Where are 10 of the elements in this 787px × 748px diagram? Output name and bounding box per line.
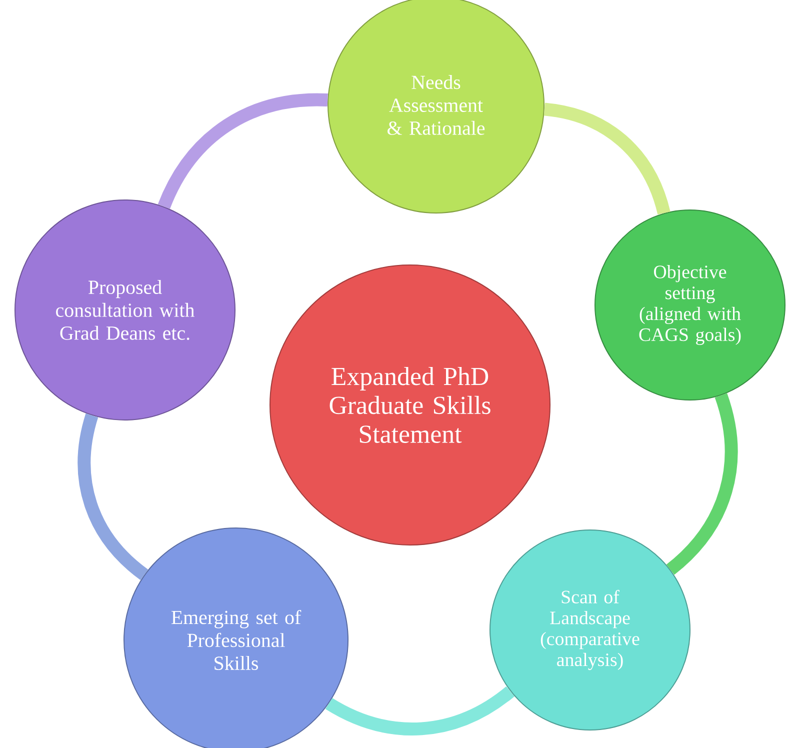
circle-node: Expanded PhD Graduate Skills Statement [270,264,550,546]
ring-segment [666,393,738,575]
circle-node: Scan of Landscape (comparative analysis) [490,529,690,730]
circle-node: Emerging set of Professional Skills [124,527,348,748]
ring-segment [78,414,148,580]
ring-segment [544,102,670,215]
circle-node: Proposed consultation with Grad Deans etc. [14,199,236,420]
ring-segment [158,93,328,210]
circle-node: Objective setting (aligned with CAGS goals) [594,209,786,400]
ring-segment [326,686,514,736]
